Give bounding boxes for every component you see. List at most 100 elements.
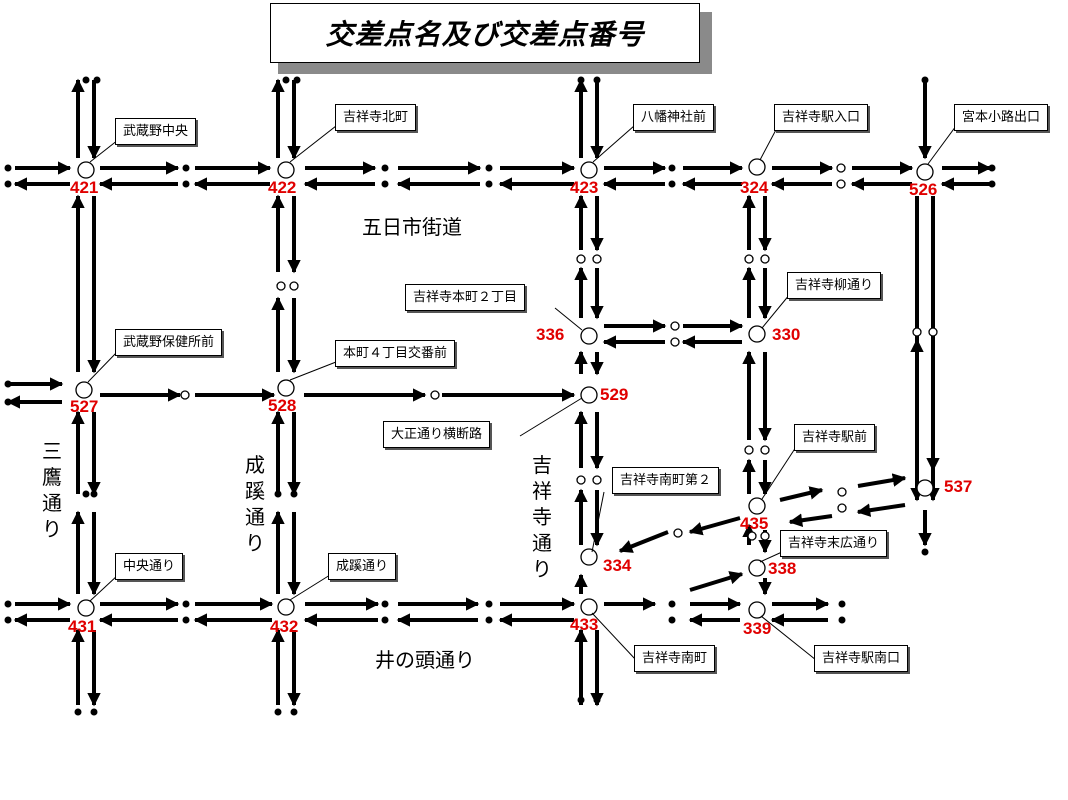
intersection-number-422: 422 xyxy=(268,178,297,197)
road-end-dot xyxy=(577,696,585,704)
intersection-circle-421 xyxy=(77,161,95,179)
intersection-label-433: 吉祥寺南町 xyxy=(634,645,716,672)
leader-line xyxy=(89,139,119,163)
crossing-marker xyxy=(760,445,770,455)
road-end-dot xyxy=(182,164,190,172)
intersection-circle-526 xyxy=(916,163,934,181)
road-end-dot xyxy=(90,490,98,498)
intersection-circle-431 xyxy=(77,599,95,617)
leader-line xyxy=(927,125,957,165)
intersection-label-432: 成蹊通り xyxy=(328,553,397,580)
road-end-dot xyxy=(74,708,82,716)
intersection-number-433: 433 xyxy=(570,615,599,634)
road-end-dot xyxy=(4,616,12,624)
road-end-dot xyxy=(182,616,190,624)
leader-line xyxy=(554,307,583,331)
road-end-dot xyxy=(668,180,676,188)
road-end-dot xyxy=(274,708,282,716)
road-end-dot xyxy=(921,76,929,84)
leader-line xyxy=(591,491,605,553)
road-end-dot xyxy=(4,180,12,188)
road-end-dot xyxy=(274,490,282,498)
road-end-dot xyxy=(838,600,846,608)
intersection-number-334: 334 xyxy=(603,556,632,575)
intersection-label-339: 吉祥寺駅南口 xyxy=(814,645,909,672)
road-end-dot xyxy=(381,616,389,624)
intersection-label-526: 宮本小路出口 xyxy=(954,104,1049,131)
intersection-circle-537 xyxy=(916,479,934,497)
road-end-dot xyxy=(4,600,12,608)
intersection-label-423: 八幡神社前 xyxy=(633,104,715,131)
crossing-marker xyxy=(592,475,602,485)
road-end-dot xyxy=(485,600,493,608)
road-label-kichijoji-dori: 吉祥寺通り xyxy=(532,453,552,581)
intersection-circles xyxy=(75,158,938,619)
intersection-number-336: 336 xyxy=(536,325,565,344)
title-box: 交差点名及び交差点番号 xyxy=(270,3,700,63)
crossing-marker xyxy=(747,531,757,541)
intersection-circle-433 xyxy=(580,598,598,616)
intersection-number-435: 435 xyxy=(740,514,769,533)
leader-line xyxy=(289,125,337,163)
label-leader-lines xyxy=(87,125,957,661)
crossing-marker xyxy=(430,390,440,400)
intersection-number-432: 432 xyxy=(270,617,299,636)
road-label-itsukaichi-kaido: 五日市街道 xyxy=(362,215,462,239)
intersection-label-435: 吉祥寺駅前 xyxy=(794,424,876,451)
road-end-dots xyxy=(4,76,996,716)
traffic-flow-arrows xyxy=(6,78,992,707)
road-end-dot xyxy=(593,696,601,704)
crossing-marker xyxy=(670,337,680,347)
road-end-dot xyxy=(668,600,676,608)
road-end-dot xyxy=(82,490,90,498)
road-end-dot xyxy=(290,490,298,498)
intersection-circle-339 xyxy=(748,601,766,619)
road-end-dot xyxy=(988,180,996,188)
flow-arrow xyxy=(856,503,906,517)
intersection-number-324: 324 xyxy=(740,178,769,197)
flow-arrow xyxy=(857,473,907,488)
road-end-dot xyxy=(988,164,996,172)
road-end-dot xyxy=(921,548,929,556)
intersection-circle-334 xyxy=(580,548,598,566)
crossing-marker xyxy=(576,475,586,485)
crossing-marker xyxy=(837,503,847,513)
crossing-marker xyxy=(836,163,846,173)
road-end-dot xyxy=(381,180,389,188)
intersection-number-529: 529 xyxy=(600,385,629,404)
intersection-label-527: 武蔵野保健所前 xyxy=(115,329,223,356)
road-end-dot xyxy=(577,76,585,84)
flow-arrow xyxy=(618,530,669,553)
crossing-marker xyxy=(912,327,922,337)
crossing-marker xyxy=(592,254,602,264)
intersection-circle-336 xyxy=(580,327,598,345)
intersection-circle-423 xyxy=(580,161,598,179)
intersection-circle-432 xyxy=(277,598,295,616)
flow-arrow xyxy=(788,513,833,528)
intersection-label-431: 中央通り xyxy=(115,553,184,580)
crossing-marker xyxy=(276,281,286,291)
crossing-marker xyxy=(289,281,299,291)
intersection-label-422: 吉祥寺北町 xyxy=(335,104,417,131)
page-title: 交差点名及び交差点番号 xyxy=(325,18,645,51)
leader-line xyxy=(89,574,119,602)
crossing-marker xyxy=(744,445,754,455)
crossing-marker xyxy=(836,179,846,189)
crossing-marker xyxy=(673,528,683,538)
road-end-dot xyxy=(381,600,389,608)
road-end-dot xyxy=(668,164,676,172)
intersection-number-537: 537 xyxy=(944,477,973,496)
intersection-number-338: 338 xyxy=(768,559,797,578)
intersection-circle-528 xyxy=(277,379,295,397)
intersection-circle-422 xyxy=(277,161,295,179)
leader-line xyxy=(759,125,779,161)
intersection-number-330: 330 xyxy=(772,325,801,344)
road-label-inokashira-dori: 井の頭通り xyxy=(375,648,475,672)
intersection-label-529: 大正通り横断路 xyxy=(383,421,491,448)
leader-line xyxy=(759,551,783,563)
intersection-number-527: 527 xyxy=(70,397,99,416)
road-end-dot xyxy=(290,708,298,716)
intersection-number-423: 423 xyxy=(570,178,599,197)
road-end-dot xyxy=(182,180,190,188)
